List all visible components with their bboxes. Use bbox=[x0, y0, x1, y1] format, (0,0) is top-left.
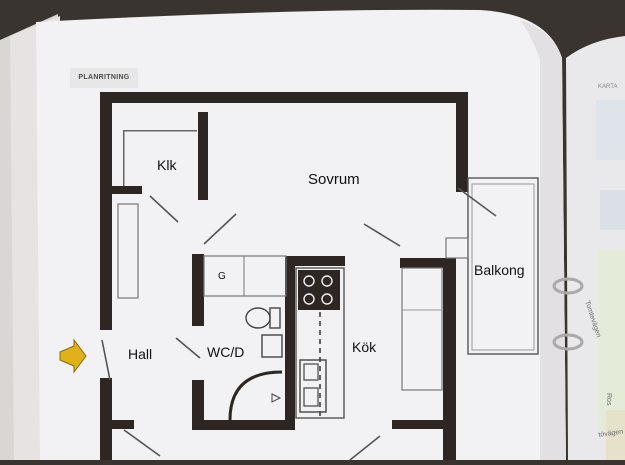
map-area bbox=[606, 410, 625, 460]
kitchen-counter bbox=[295, 267, 345, 419]
entry-arrow-icon bbox=[59, 338, 87, 374]
section-label: PLANRITNING bbox=[70, 68, 138, 88]
kitchen-bench bbox=[401, 267, 443, 391]
door-swings bbox=[101, 187, 497, 461]
hall-wardrobe bbox=[117, 203, 139, 299]
room-label-hall: Hall bbox=[128, 346, 153, 362]
stove bbox=[298, 270, 340, 310]
map-park-area bbox=[598, 250, 625, 430]
page-curve-shadow bbox=[520, 20, 566, 460]
sink bbox=[261, 334, 283, 358]
room-label-balkong: Balkong bbox=[474, 262, 525, 278]
shower-curve bbox=[228, 370, 283, 421]
binder-ring bbox=[552, 277, 584, 295]
inner-walls bbox=[112, 112, 443, 430]
map-block bbox=[600, 190, 625, 230]
room-label-sovrum: Sovrum bbox=[308, 171, 360, 188]
map-block bbox=[596, 100, 625, 160]
binder-ring bbox=[552, 333, 584, 351]
room-label-klk: Klk bbox=[157, 157, 177, 173]
bathroom-cabinet bbox=[203, 255, 287, 297]
map-heading: KARTA bbox=[598, 84, 618, 90]
kitchen-sink bbox=[299, 359, 327, 413]
map-street-label: Ros bbox=[605, 393, 612, 406]
room-label-kok: Kök bbox=[352, 339, 377, 355]
room-label-wc-d: WC/D bbox=[207, 344, 245, 360]
outer-walls bbox=[100, 92, 468, 460]
floorplan-page bbox=[36, 9, 566, 460]
balcony-outline bbox=[467, 177, 539, 355]
room-label-g: G bbox=[218, 271, 226, 282]
